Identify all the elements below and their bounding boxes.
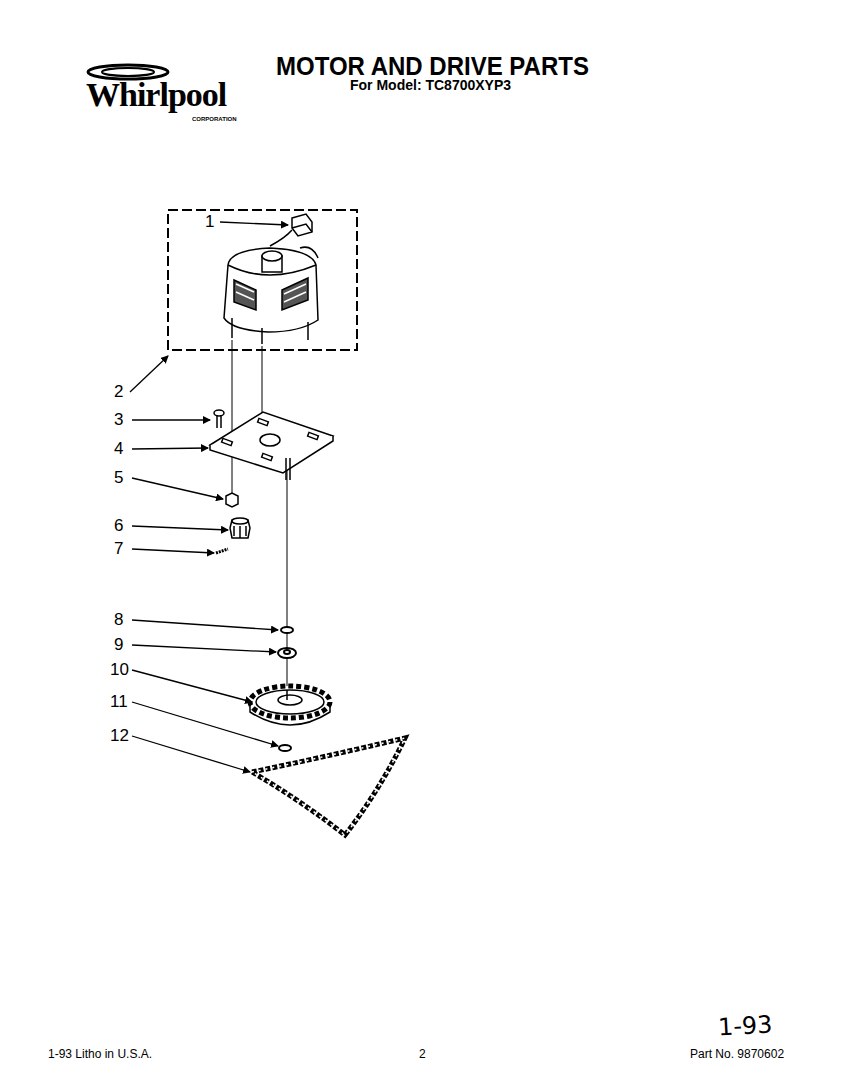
washer [281, 627, 293, 633]
callout-number: 3 [112, 411, 125, 428]
callout-number: 8 [112, 611, 125, 628]
callout-number: 6 [112, 517, 125, 534]
callout-number: 9 [112, 636, 125, 653]
leader-lines [130, 222, 288, 772]
brand-logo: Whirlpool [86, 78, 226, 112]
chain-links [252, 738, 405, 835]
mounting-plate [210, 412, 333, 480]
model-number: For Model: TC8700XYP3 [350, 78, 511, 92]
callout-number: 4 [112, 440, 125, 457]
set-screw [216, 549, 228, 553]
washer [279, 745, 291, 751]
brand-subtitle: CORPORATION [192, 116, 237, 122]
callout-number: 7 [112, 540, 125, 557]
callout-number: 10 [108, 661, 131, 678]
pulley [230, 518, 250, 538]
callout-number: 11 [108, 693, 130, 710]
page-number: 2 [419, 1048, 426, 1060]
callout-number: 2 [112, 383, 125, 400]
print-note: 1-93 Litho in U.S.A. [48, 1048, 152, 1060]
callout-number: 5 [112, 469, 125, 486]
part-number: Part No. 9870602 [690, 1048, 784, 1060]
page-title: MOTOR AND DRIVE PARTS [276, 54, 589, 79]
handwritten-date: 1-93 [717, 1013, 773, 1040]
motor [224, 248, 318, 344]
nut [226, 493, 238, 507]
logo-swoosh [88, 65, 168, 79]
callout-number: 12 [108, 727, 131, 744]
assembly-box [168, 210, 357, 350]
bearing [278, 648, 296, 658]
callout-number: 1 [203, 213, 216, 230]
alignment-lines [232, 340, 287, 690]
sprocket [250, 686, 330, 725]
drive-chain [252, 738, 405, 835]
screw [214, 410, 224, 428]
